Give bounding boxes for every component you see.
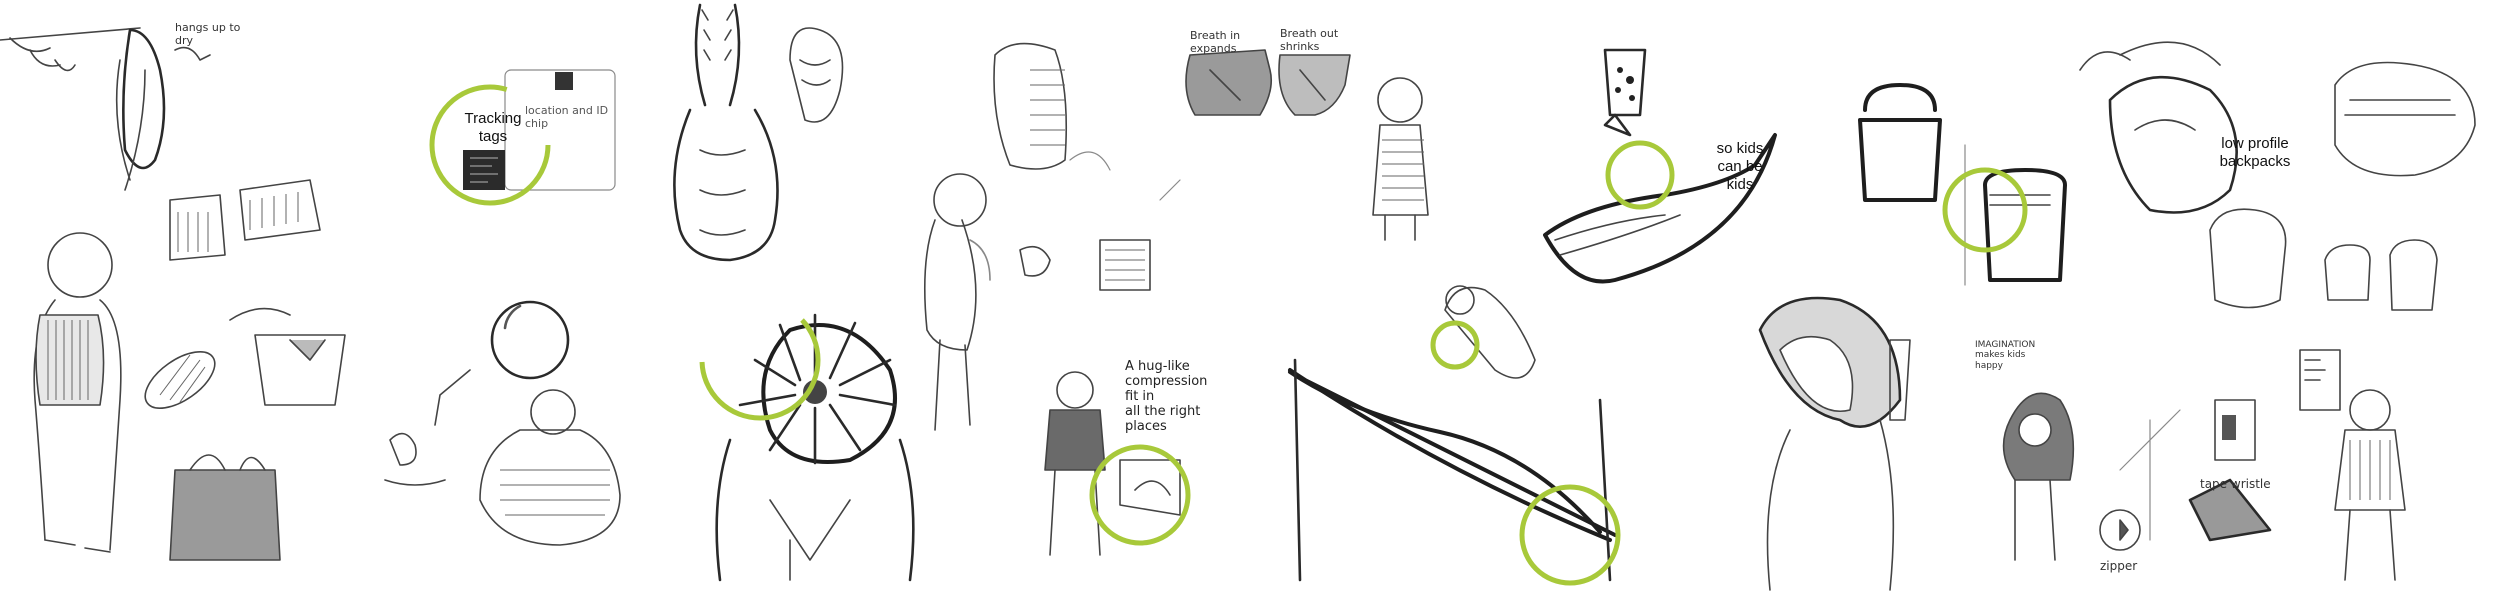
sling-highlight-ring xyxy=(1605,140,1675,210)
hammock-small-ring xyxy=(1430,320,1480,370)
child-backpack-sketch xyxy=(2334,389,2406,581)
hanging-bag-sketch xyxy=(1858,83,2067,286)
child-sitting-sketch xyxy=(384,300,621,546)
hug-like-note: A hug-like compression fit in all the ri… xyxy=(1125,359,1208,434)
harness-vest-sketch xyxy=(673,3,844,262)
bag-highlight-ring xyxy=(1942,167,2028,253)
child-vest-striped-sketch xyxy=(1372,77,1429,241)
imagination-note: IMAGINATION makes kids happy xyxy=(1975,340,2036,371)
hangs-up-note: hangs up to dry xyxy=(175,21,241,47)
vest-detail-sketches xyxy=(144,179,346,561)
hood-sketch xyxy=(2079,41,2238,214)
hammock-large-ring xyxy=(1519,484,1621,586)
breath-expand-sketch xyxy=(1185,49,1351,116)
hammock-sketch xyxy=(1288,285,1617,582)
tracking-highlight-ring xyxy=(429,84,551,206)
tracking-tags-label: Tracking tags xyxy=(464,110,522,145)
backpacks-sketch xyxy=(2209,61,2476,311)
shoulder-vest-sketch xyxy=(993,42,1068,170)
breath-out-note: Breath out shrinks xyxy=(1280,27,1339,53)
low-profile-label: low profile backpacks xyxy=(2219,135,2291,170)
child-standing-sketch xyxy=(924,173,991,431)
zipper-note: zipper xyxy=(2100,559,2138,573)
hanging-vest-sketch xyxy=(0,27,211,191)
sling-pouch-sketch xyxy=(1543,48,1777,284)
tape-wristle-note: tape wristle xyxy=(2200,477,2271,491)
child-vest-sketch xyxy=(33,232,122,553)
hug-highlight-ring xyxy=(1089,444,1191,546)
breath-in-note: Breath in expands xyxy=(1190,29,1241,55)
tracking-tag-sketch xyxy=(463,69,616,191)
wristlet-zipper-sketch xyxy=(2099,349,2341,551)
so-kids-label: so kids can be kids xyxy=(1716,140,1764,193)
back-view-sketch xyxy=(715,313,915,582)
back-highlight-ring xyxy=(699,299,821,421)
hooded-child-sketch xyxy=(1758,296,1911,591)
location-id-note: location and ID chip xyxy=(525,104,609,130)
compression-detail-sketch xyxy=(1019,151,1181,291)
hooded-vest-child-sketch xyxy=(2002,392,2075,561)
